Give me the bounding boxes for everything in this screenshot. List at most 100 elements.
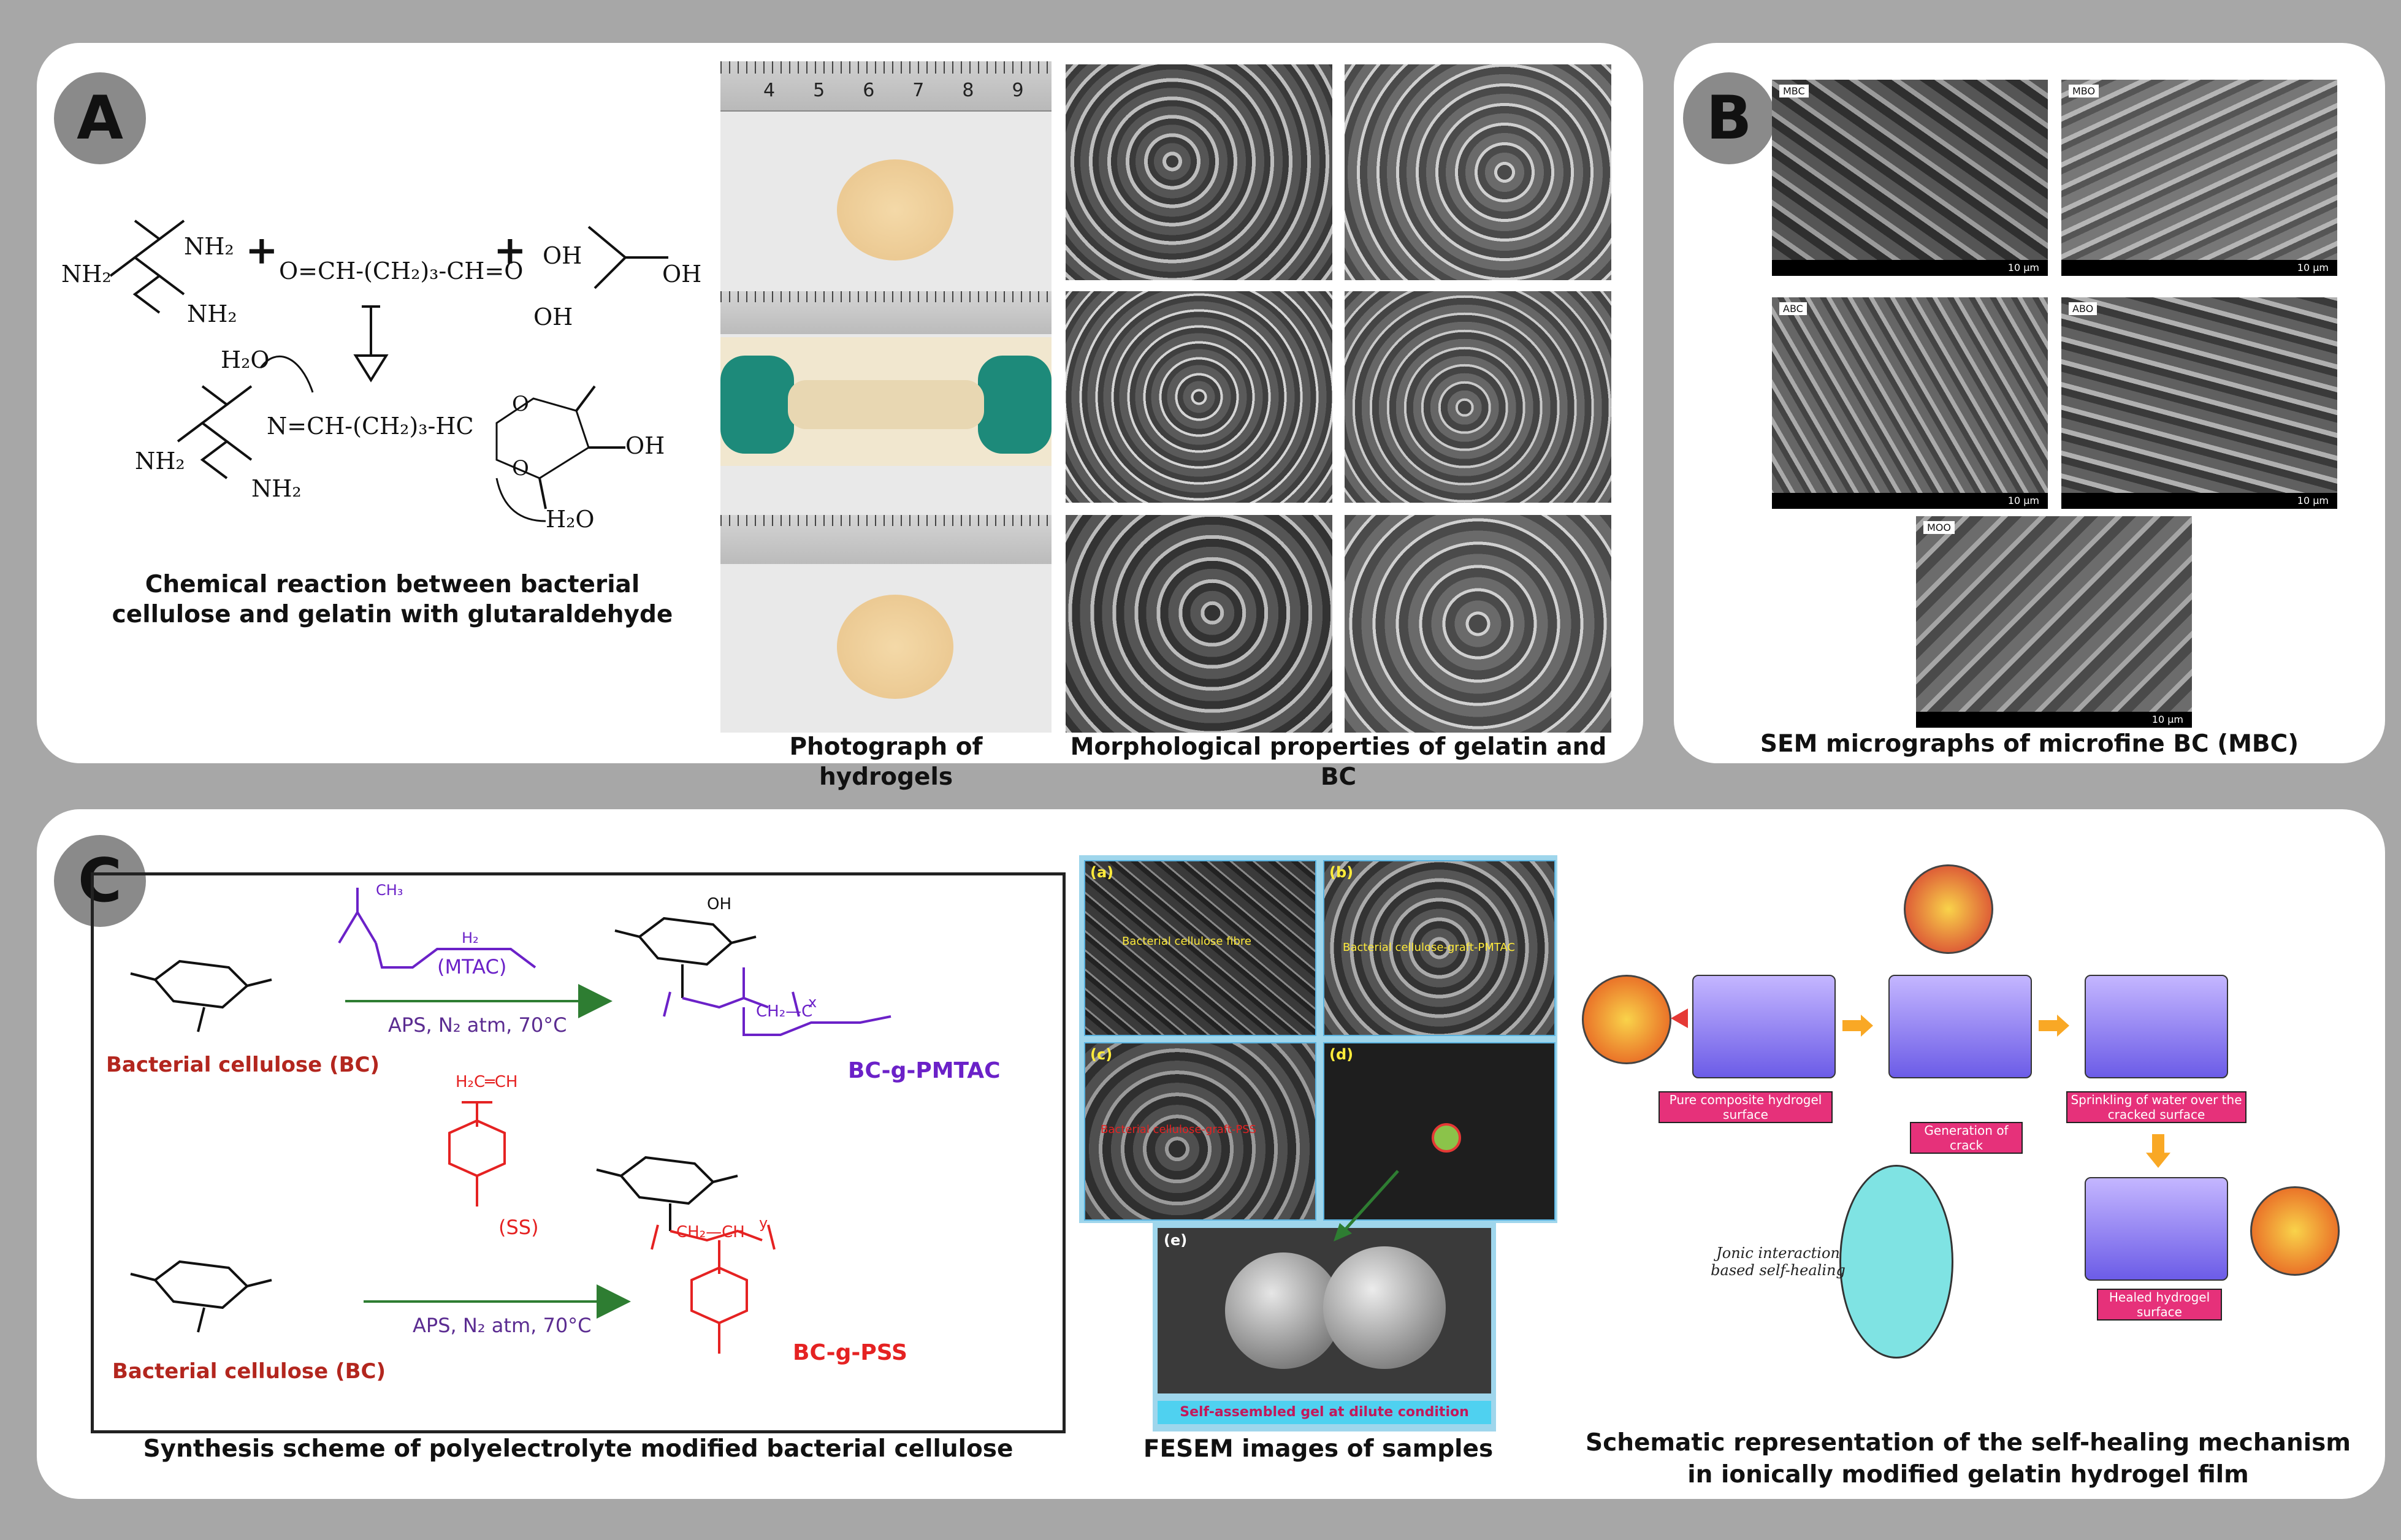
yellow-arrow-down bbox=[2146, 1134, 2170, 1168]
chain-1: CH₂—C bbox=[756, 1002, 812, 1021]
box-crack: Generation of crack bbox=[1910, 1122, 2023, 1154]
reaction-caption: Chemical reaction between bacterial cell… bbox=[112, 571, 673, 628]
product-1: BC-g-PMTAC bbox=[848, 1058, 1001, 1083]
orange-disc-1 bbox=[1582, 975, 1671, 1064]
fesem-label: (d) bbox=[1329, 1046, 1354, 1063]
fesem-label: (b) bbox=[1329, 864, 1354, 881]
hydrogel-disc-2 bbox=[837, 595, 953, 699]
panel-a-badge: A bbox=[54, 72, 146, 164]
stretched-hydrogel bbox=[720, 337, 1052, 466]
sem-morph-2 bbox=[1345, 64, 1611, 280]
box-healed: Healed hydrogel surface bbox=[2097, 1289, 2222, 1321]
box-sprinkle: Sprinkling of water over the cracked sur… bbox=[2066, 1091, 2246, 1123]
hydrogel-block-2 bbox=[1888, 975, 2032, 1078]
sem-label: ABC bbox=[1779, 302, 1807, 315]
ss-label: (SS) bbox=[498, 1216, 539, 1239]
sem-morph-4 bbox=[1345, 291, 1611, 503]
water-in: H₂O bbox=[221, 346, 270, 373]
photo-caption: Photograph of hydrogels bbox=[789, 733, 983, 791]
arrow-left bbox=[1671, 1008, 1688, 1028]
sem-label: ABO bbox=[2069, 302, 2098, 315]
sem-label: MBC bbox=[1779, 85, 1809, 97]
product-nh2-a: NH₂ bbox=[135, 448, 185, 475]
chain-2: CH₂—CH bbox=[676, 1223, 745, 1241]
product-chain: N=CH-(CH₂)₃-HC bbox=[267, 413, 474, 440]
oh-label: OH bbox=[707, 895, 731, 913]
synthesis-frame bbox=[91, 872, 1066, 1433]
scheme-caption: Synthesis scheme of polyelectrolyte modi… bbox=[143, 1435, 1013, 1463]
ruler-num: 8 bbox=[962, 80, 974, 101]
panel-b-badge: B bbox=[1683, 72, 1775, 164]
nh2-left: NH₂ bbox=[61, 261, 112, 288]
synthesis-scheme: CH₃ H₂ (MTAC) APS, N₂ atm, 70°C Bacteria… bbox=[106, 882, 1001, 1384]
sem-moo: MOO 10 µm bbox=[1916, 516, 2192, 728]
hydrogel-disc-1 bbox=[837, 159, 953, 261]
water-out: H₂O bbox=[546, 506, 595, 533]
product-2: BC-g-PSS bbox=[793, 1340, 907, 1365]
sem-morph-1 bbox=[1066, 64, 1332, 280]
orange-disc-2 bbox=[2250, 1186, 2340, 1276]
h2-label: H₂ bbox=[462, 929, 479, 947]
box-pure: Pure composite hydrogel surface bbox=[1659, 1091, 1833, 1123]
ruler-num: 5 bbox=[813, 80, 825, 101]
yellow-arrow-2 bbox=[2039, 1015, 2069, 1037]
oh-1: OH bbox=[543, 242, 582, 269]
fesem-note: Bacterial cellulose fibre bbox=[1122, 935, 1251, 948]
sem-abc: ABC 10 µm bbox=[1772, 297, 2048, 509]
svg-text:+: + bbox=[494, 227, 527, 273]
sem-label: MOO bbox=[1923, 521, 1955, 534]
orange-disc-top bbox=[1904, 864, 1993, 954]
panel-b-caption: SEM micrographs of microfine BC (MBC) bbox=[1760, 730, 2299, 758]
ruler-2 bbox=[720, 291, 1052, 334]
product-oh: OH bbox=[625, 432, 665, 459]
ruler-num: 4 bbox=[763, 80, 776, 101]
fesem-caption: FESEM images of samples bbox=[1143, 1435, 1494, 1463]
healing-caption-2: in ionically modified gelatin hydrogel f… bbox=[1687, 1461, 2249, 1489]
fesem-grid: (a) Bacterial cellulose fibre (b) Bacter… bbox=[1079, 855, 1557, 1223]
morph-caption: Morphological properties of gelatin and … bbox=[1070, 733, 1607, 791]
fesem-d: (d) bbox=[1323, 1042, 1555, 1221]
ruler-3 bbox=[720, 515, 1052, 564]
bc-label-2: Bacterial cellulose (BC) bbox=[112, 1359, 386, 1384]
product-nh2-b: NH₂ bbox=[251, 475, 302, 502]
glutaraldehyde: O=CH-(CH₂)₃-CH=O bbox=[279, 257, 523, 284]
panel-c-badge: C bbox=[54, 835, 146, 927]
fesem-banner: Self-assembled gel at dilute condition bbox=[1158, 1401, 1491, 1424]
fesem-a: (a) Bacterial cellulose fibre bbox=[1084, 860, 1316, 1036]
yellow-arrow-1 bbox=[1842, 1015, 1873, 1037]
fesem-note: Bacterial cellulose-graft-PMTAC bbox=[1343, 941, 1515, 954]
x-sub: x bbox=[808, 994, 817, 1011]
fesem-b: (b) Bacterial cellulose-graft-PMTAC bbox=[1323, 860, 1555, 1036]
sem-scale: 10 µm bbox=[2061, 493, 2337, 509]
ruler-num: 6 bbox=[863, 80, 875, 101]
sem-mbo: MBO 10 µm bbox=[2061, 80, 2337, 276]
fesem-e: (e) bbox=[1158, 1228, 1491, 1393]
bc-label-1: Bacterial cellulose (BC) bbox=[106, 1053, 380, 1077]
nh2-b: NH₂ bbox=[187, 300, 237, 327]
sem-scale: 10 µm bbox=[1772, 260, 2048, 276]
sem-mbc: MBC 10 µm bbox=[1772, 80, 2048, 276]
ionic-note: Jonic interaction based self-healing bbox=[1711, 1245, 1846, 1279]
healing-schematic: Pure composite hydrogel surface Generati… bbox=[1570, 852, 2367, 1428]
fesem-big: (e) Self-assembled gel at dilute conditi… bbox=[1153, 1223, 1496, 1431]
oh-2: OH bbox=[662, 261, 701, 288]
ch3-label: CH₃ bbox=[376, 882, 403, 899]
microsphere-1 bbox=[1225, 1252, 1342, 1369]
svg-text:+: + bbox=[245, 227, 278, 273]
fesem-note: Bacterial cellulose-graft-PSS bbox=[1101, 1123, 1257, 1136]
sem-abo: ABO 10 µm bbox=[2061, 297, 2337, 509]
sem-morph-3 bbox=[1066, 291, 1332, 503]
sem-scale: 10 µm bbox=[2061, 260, 2337, 276]
conditions-1: APS, N₂ atm, 70°C bbox=[388, 1013, 567, 1037]
fesem-arrow bbox=[1334, 1170, 1399, 1241]
reaction-scheme: NH₂ NH₂ NH₂ + O=CH-(CH₂)₃-CH=O + OH OH O… bbox=[61, 219, 701, 533]
sem-morph-5 bbox=[1066, 515, 1332, 733]
microsphere-2 bbox=[1323, 1246, 1446, 1369]
nh2-a: NH₂ bbox=[184, 233, 234, 260]
fesem-label: (e) bbox=[1164, 1232, 1188, 1249]
healing-caption-1: Schematic representation of the self-hea… bbox=[1586, 1429, 2351, 1457]
product-o2: O bbox=[512, 456, 529, 481]
ionic-ellipse bbox=[1839, 1165, 1953, 1359]
